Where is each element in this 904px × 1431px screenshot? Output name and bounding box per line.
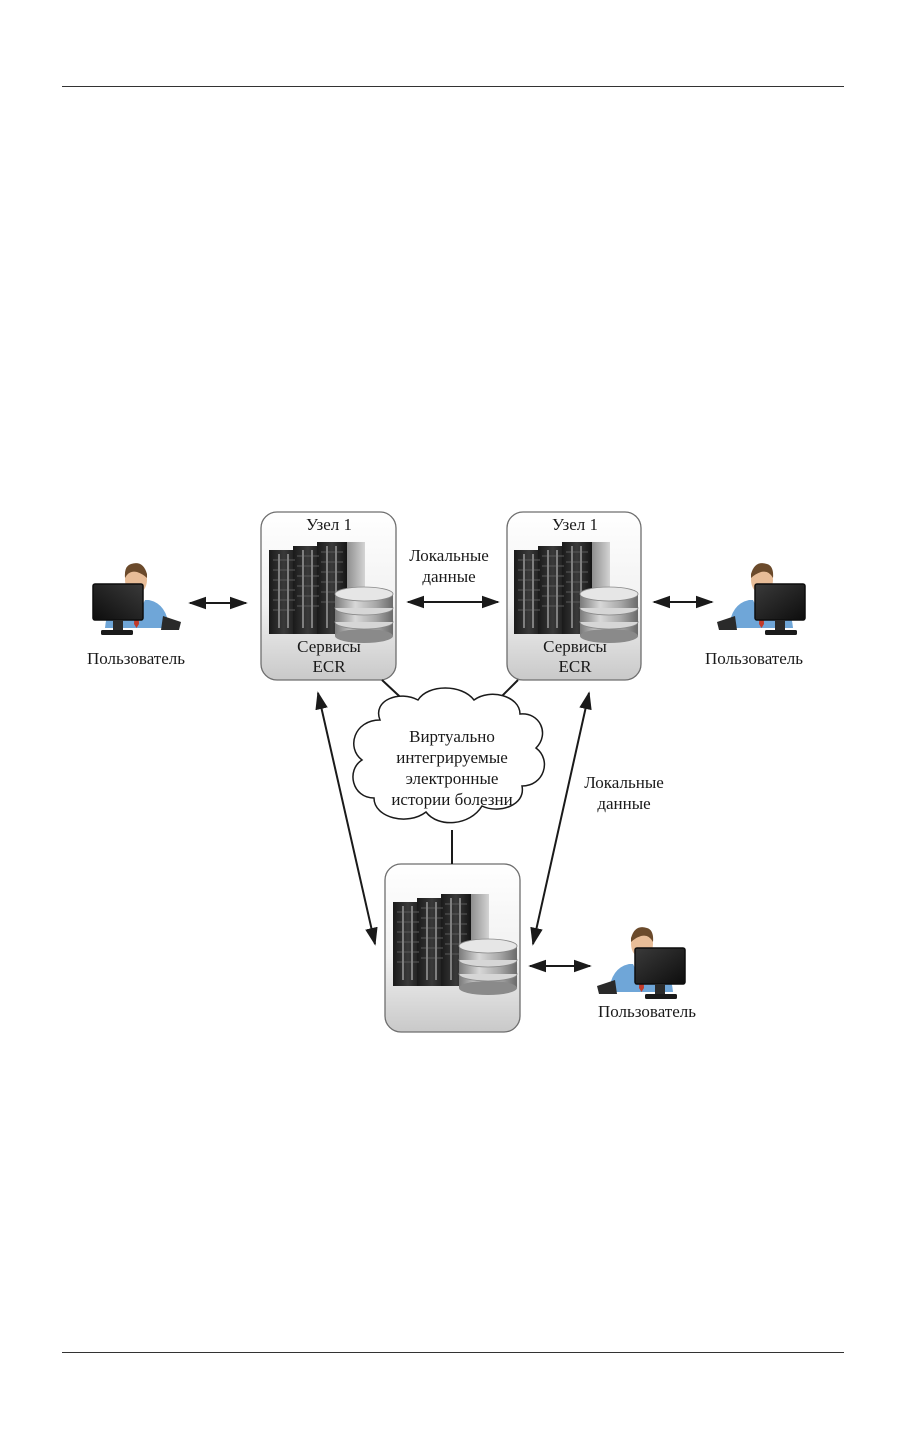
user-workstation-icon	[92, 562, 182, 636]
node-left-caption-line2: ECR	[312, 657, 346, 676]
link-right-label-line2: данные	[597, 794, 650, 813]
node-right-title: Узел 1	[552, 515, 598, 534]
node-left-title: Узел 1	[306, 515, 352, 534]
arrow-node-right-node-bottom	[530, 691, 592, 946]
cloud-line1: Виртуально	[409, 727, 495, 746]
header-rule	[62, 86, 844, 87]
arrow-node-left-node-bottom	[315, 691, 378, 946]
node-right-caption-line1: Сервисы	[543, 637, 607, 656]
footer-rule	[62, 1352, 844, 1353]
node-right-caption-line2: ECR	[558, 657, 592, 676]
user-bottom-label: Пользователь	[598, 1002, 696, 1021]
cloud-line4: истории болезни	[391, 790, 512, 809]
user-workstation-icon	[716, 562, 806, 636]
node-left-caption-line1: Сервисы	[297, 637, 361, 656]
user-right-label: Пользователь	[705, 649, 803, 668]
user-workstation-icon	[596, 926, 686, 1000]
user-left-label: Пользователь	[87, 649, 185, 668]
cloud-line3: электронные	[406, 769, 499, 788]
link-top-label-line2: данные	[422, 567, 475, 586]
link-right-label-line1: Локальные	[584, 773, 664, 792]
link-top-label-line1: Локальные	[409, 546, 489, 565]
cloud-line2: интегрируемые	[396, 748, 508, 767]
